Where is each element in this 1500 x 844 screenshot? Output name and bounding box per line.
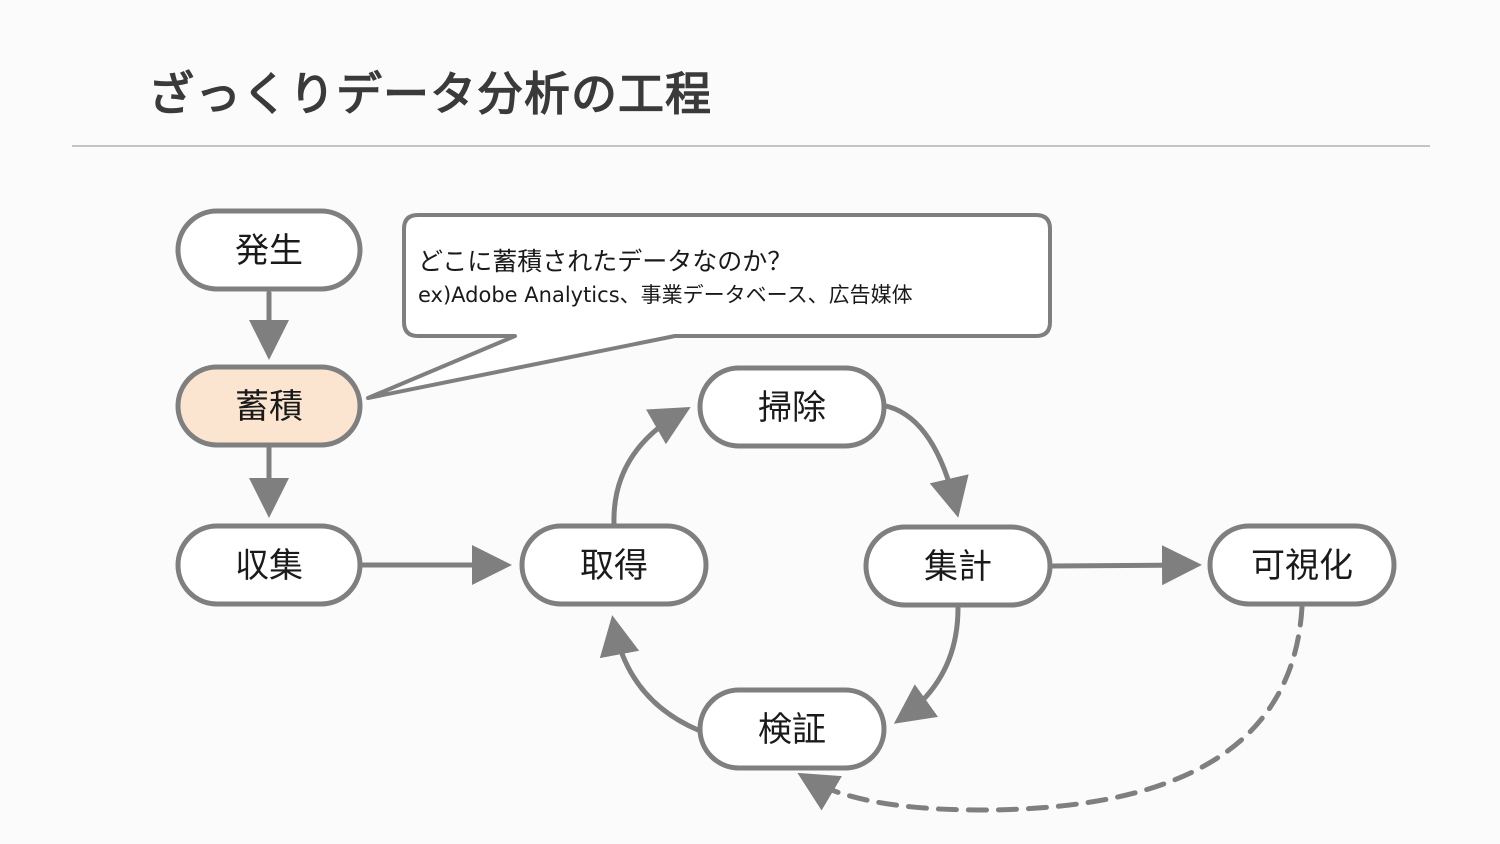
arrow-soji-shukei	[883, 403, 969, 518]
arrow-shutoku-soji	[611, 407, 691, 527]
node-soji: 掃除	[697, 365, 887, 449]
node-kensho: 検証	[697, 687, 887, 771]
node-hassei: 発生	[175, 208, 363, 292]
node-shukei-label: 集計	[924, 547, 992, 587]
arrow-kashika-kensho-dashed	[797, 604, 1305, 813]
arrow-kensho-shutoku	[599, 615, 701, 733]
callout-question: どこに蓄積されたデータなのか？	[418, 247, 792, 276]
node-chikuseki-label: 蓄積	[235, 387, 303, 427]
node-shukei: 集計	[863, 524, 1053, 608]
arrow-shukei-kensho	[893, 605, 961, 724]
node-kashika-label: 可視化	[1251, 546, 1353, 586]
node-shushu: 収集	[175, 523, 363, 607]
node-kashika: 可視化	[1207, 523, 1397, 607]
page-title: ざっくりデータ分析の工程	[148, 67, 712, 121]
callout-bubble: どこに蓄積されたデータなのか？ ex)Adobe Analytics、事業データ…	[366, 213, 1052, 400]
node-soji-label: 掃除	[758, 388, 826, 428]
node-hassei-label: 発生	[235, 231, 303, 271]
title-divider	[72, 145, 1430, 147]
node-shutoku-label: 取得	[580, 546, 648, 586]
callout-example: ex)Adobe Analytics、事業データベース、広告媒体	[418, 283, 913, 307]
node-chikuseki: 蓄積	[175, 364, 363, 448]
node-shushu-label: 収集	[235, 546, 303, 586]
node-kensho-label: 検証	[758, 710, 826, 750]
arrow-shukei-kashika	[1049, 545, 1202, 586]
node-shutoku: 取得	[519, 523, 709, 607]
